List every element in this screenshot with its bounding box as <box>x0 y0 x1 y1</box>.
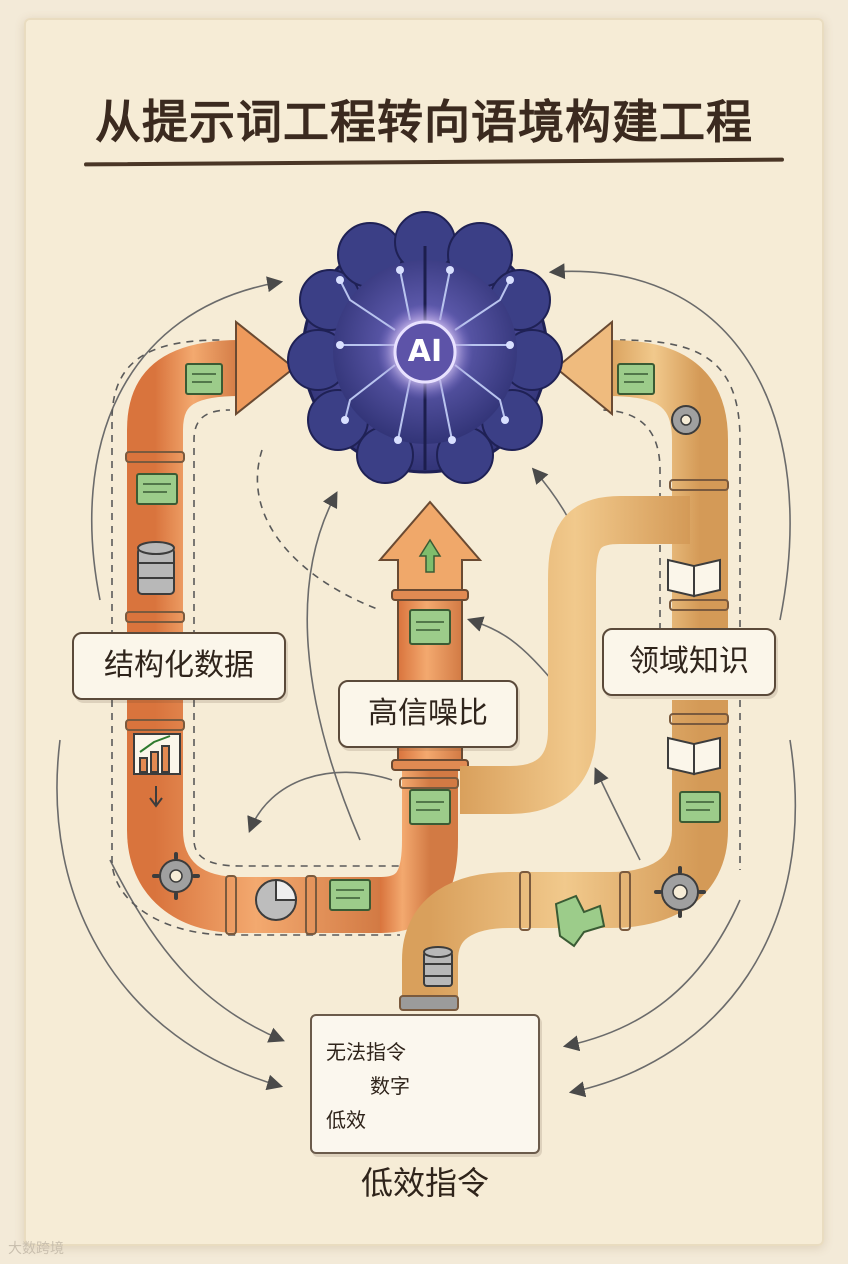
database-icon <box>137 541 453 987</box>
document-icon <box>136 363 721 911</box>
dashed-guides <box>111 339 741 936</box>
label-domain-knowledge: 领域知识 <box>602 628 776 696</box>
label-high-snr: 高信噪比 <box>338 680 518 748</box>
note-line-1: 无法指令 <box>326 1040 406 1064</box>
bar-chart-icon <box>133 733 181 808</box>
book-icon <box>667 558 721 776</box>
puzzle-icon <box>554 894 606 948</box>
caption-inefficient-instructions: 低效指令 <box>360 1164 489 1202</box>
up-arrow-icon <box>418 538 442 573</box>
note-card: 无法指令 数字 低效 <box>310 1014 540 1154</box>
brain-icon <box>287 211 563 484</box>
page-title: 从提示词工程转向语境构建工程 <box>95 95 753 149</box>
note-line-3: 低效 <box>326 1108 366 1132</box>
flow-arrows <box>56 263 797 1098</box>
watermark: 大数跨境 <box>8 1241 64 1257</box>
note-line-2: 数字 <box>370 1074 410 1098</box>
label-structured-data: 结构化数据 <box>72 632 286 700</box>
ai-label: AI <box>407 334 443 369</box>
pie-chart-icon <box>255 878 298 921</box>
